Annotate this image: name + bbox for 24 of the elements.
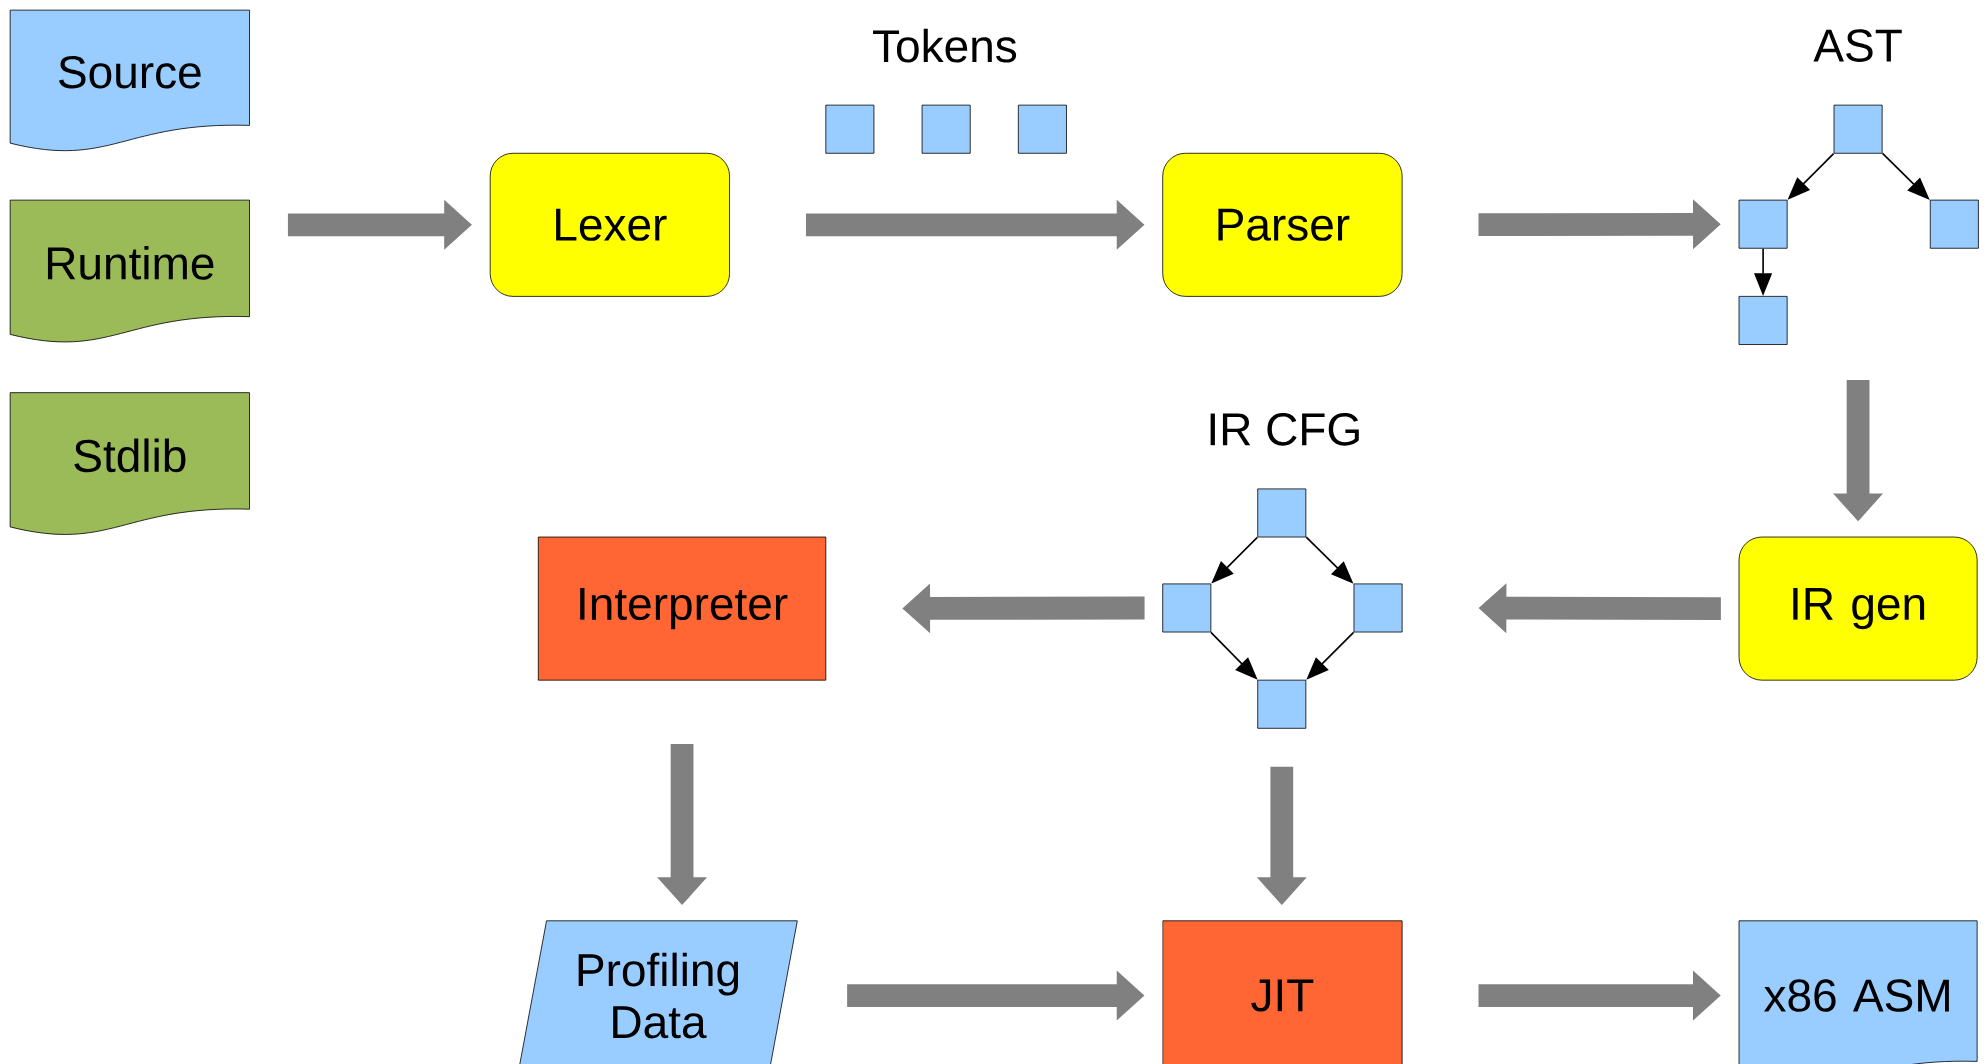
small-square bbox=[1353, 583, 1403, 633]
small-square bbox=[1929, 199, 1979, 249]
small-square bbox=[1738, 199, 1788, 249]
small-square bbox=[1738, 296, 1788, 345]
small-square bbox=[1257, 488, 1307, 538]
document-box: Runtime bbox=[9, 199, 250, 343]
document-box: Source bbox=[9, 9, 250, 151]
heading-label: Tokens bbox=[873, 28, 1017, 63]
small-square bbox=[1257, 679, 1307, 729]
heading-label: IR CFG bbox=[1210, 413, 1359, 446]
document-box: x86 ASM bbox=[1738, 920, 1978, 1064]
document-box: Stdlib bbox=[9, 392, 250, 535]
process-box: Interpreter bbox=[537, 536, 827, 681]
process-box: Lexer bbox=[489, 152, 730, 297]
small-square bbox=[921, 104, 971, 154]
process-box: Parser bbox=[1162, 152, 1403, 297]
process-box: JIT bbox=[1162, 920, 1403, 1064]
small-square bbox=[1017, 104, 1067, 154]
process-box: IR gen bbox=[1738, 536, 1978, 681]
small-square bbox=[1162, 583, 1212, 633]
small-square bbox=[1833, 104, 1883, 154]
small-square bbox=[825, 104, 875, 154]
heading-label: AST bbox=[1813, 29, 1902, 62]
data-parallelogram: Profiling Data bbox=[518, 920, 798, 1064]
